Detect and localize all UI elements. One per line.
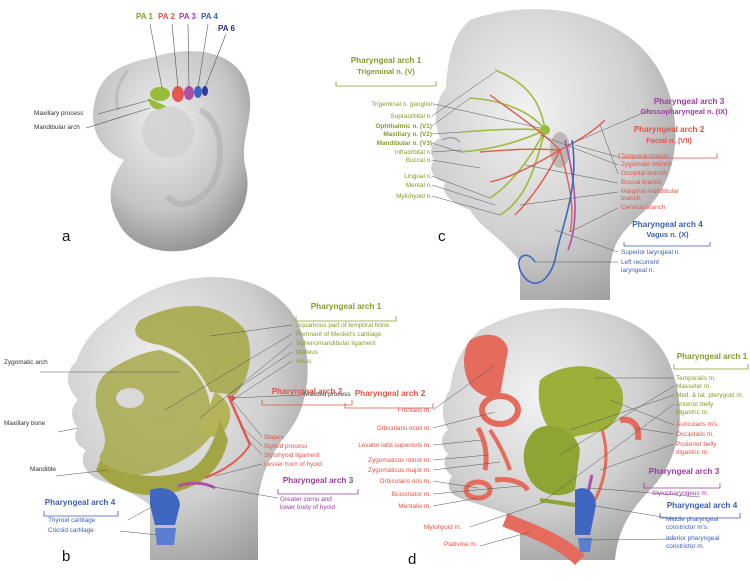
b-thyroid-cartilage: Thyroid cartilage (48, 517, 96, 524)
head-skeleton-illustration (40, 276, 308, 560)
d-mentalis: Mentalis m. (398, 503, 431, 510)
c-supraorbital: Supraorbital n. (390, 113, 432, 120)
maxillary-process-label: Maxillary process (34, 110, 84, 117)
d-arch2-title: Pharyngeal arch 2 (354, 389, 426, 398)
d-platisma: Platisma m. (444, 541, 478, 548)
pa3-label: PA 3 (179, 12, 196, 21)
d-arch3-title: Pharyngeal arch 3 (648, 467, 720, 476)
head-muscles-illustration (432, 308, 701, 566)
pa6-label: PA 6 (218, 24, 235, 33)
b-arch1-title: Pharyngeal arch 1 (310, 302, 382, 311)
d-frontalis: Frontalis m. (397, 407, 431, 414)
b-arch3-title: Pharyngeal arch 3 (282, 476, 354, 485)
d-zygomaticus-major: Zygomaticus major m. (368, 467, 431, 474)
panel-letter-a: a (62, 228, 71, 245)
panel-letter-c: c (438, 228, 446, 245)
head-nerves-illustration (431, 8, 676, 301)
d-auricularis: Auricularis m's. (676, 421, 720, 428)
b-arch2-title: Pharyngeal arch 2 (271, 387, 343, 396)
mandibular-arch-label: Mandibular arch (34, 124, 80, 131)
b-greater-cornu: Greater cornu and (280, 496, 332, 503)
pa1-label: PA 1 (136, 12, 153, 21)
c-cervical-branch: Cervical branch (621, 204, 666, 211)
d-buccinator: Buccinator m. (391, 491, 431, 498)
pa4-label: PA 4 (201, 12, 218, 21)
panel-letter-d: d (408, 551, 417, 568)
c-arch1-nerve: Trigeminal n. (V) (357, 67, 415, 76)
d-mylohyoid-m: Mylohyoid m. (424, 524, 462, 531)
c-arch4-title: Pharyngeal arch 4 (632, 220, 703, 229)
panel-letter-b: b (62, 548, 71, 565)
c-marginal-branch: branch (621, 195, 641, 202)
c-marginal-mandibular: Marginal mandibular (621, 188, 679, 195)
d-posterior-belly: Posterior belly (676, 441, 717, 448)
b-lesser-horn: Lesser horn of hyoid (264, 461, 322, 468)
d-arch4-title: Pharyngeal arch 4 (666, 501, 738, 510)
c-buccal: Buccal n. (405, 157, 432, 164)
c-arch1-title: Pharyngeal arch 1 (350, 56, 422, 65)
c-superior-laryngeal: Superior laryngeal n. (621, 249, 680, 256)
c-temporal-branch: Temporal branch (621, 153, 669, 160)
c-arch3-nerve: Glossopharyngeal n. (IX) (640, 107, 728, 116)
b-stylohyoid: Stylohyoid ligament (264, 452, 320, 459)
d-arch1-title: Pharyngeal arch 1 (676, 352, 748, 361)
b-arch4-title: Pharyngeal arch 4 (44, 498, 116, 507)
d-occipitalis: Occipitalis m. (676, 431, 714, 438)
c-mental: Mental n. (405, 182, 432, 189)
d-orbicularis-oris: Orbicularis oris m. (379, 478, 432, 485)
d-masseter: Masseter m. (676, 383, 712, 390)
c-left-recurrent: Left recurrent (621, 259, 660, 266)
d-digastric-ant: digastric m. (676, 409, 709, 416)
arch-brackets (43, 81, 749, 519)
c-ophthalmic: Ophthalmic n. (V1) (375, 123, 432, 130)
d-anterior-belly: Anterior belly (676, 401, 714, 408)
b-zygomatic-arch: Zygomatic arch (4, 359, 48, 366)
d-temporalis: Temporalis m. (676, 375, 716, 382)
d-inferior-constrictor: constrictor m. (666, 543, 705, 550)
b-mastoid-process: Mastoid process (304, 391, 351, 398)
c-trigeminal-ganglion: Trigeminal n. ganglion (371, 101, 434, 108)
c-arch2-title: Pharyngeal arch 2 (633, 125, 705, 134)
c-mylohyoid-n: Mylohyoid n. (396, 193, 432, 200)
b-squamous: Squamous part of temporal bone (296, 322, 390, 329)
d-inferior-pharyngeal: Inferior pharyngeal (666, 535, 720, 542)
c-arch4-nerve: Vagus n. (X) (646, 230, 689, 239)
c-laryngeal-n: laryngeal n. (621, 267, 655, 274)
b-meckel: Remnant of Meckel's cartilage (296, 331, 382, 338)
b-lower-hyoid: lower body of hyoid (280, 504, 336, 511)
b-mandible: Mandible (30, 466, 56, 473)
b-stapes: Stapes (264, 434, 284, 441)
d-digastric-post: digastric m. (676, 449, 709, 456)
b-malleus: Malleus (296, 349, 319, 356)
d-middle-pharyngeal: Middle pharyngeal (666, 516, 719, 523)
d-levator-labii: Levator labii superioris m. (358, 442, 431, 449)
d-zygomaticus-minor: Zygomaticus minor m. (368, 457, 431, 464)
b-styloid: Styloid process (264, 443, 308, 450)
d-stylopharyngeus: Stylopharyngeus m. (652, 490, 709, 497)
d-middle-constrictor: constrictor m's. (666, 524, 709, 531)
c-lingual: Lingual n. (404, 173, 432, 180)
pa2-label: PA 2 (158, 12, 175, 21)
d-orbicularis-oculi: Orbicularis oculi m. (376, 425, 431, 432)
c-buccal-branch: Buccal branch (621, 179, 662, 186)
d-pterygoid: Med. & lat. pterygoid m. (676, 392, 744, 399)
b-maxillary-bone: Maxillary bone (4, 420, 46, 427)
c-mandibular: Mandibular n. (V3) (376, 140, 432, 147)
b-cricoid-cartilage: Cricoid cartilage (48, 527, 94, 534)
c-arch3-title: Pharyngeal arch 3 (653, 97, 725, 106)
b-incus: Incus (296, 358, 312, 365)
c-zygomatic-branch: Zygomatic branch (621, 161, 672, 168)
c-arch2-nerve: Facial n. (VII) (646, 136, 692, 145)
c-maxillary: Maxillary n. (V2) (383, 131, 432, 138)
c-infraorbital: Infraorbital n. (394, 149, 432, 156)
embryo-illustration (85, 23, 251, 252)
c-occipital-branch: Occipital branch (621, 170, 667, 177)
b-sphenomandibular: Sphenomandibular ligament (296, 340, 376, 347)
